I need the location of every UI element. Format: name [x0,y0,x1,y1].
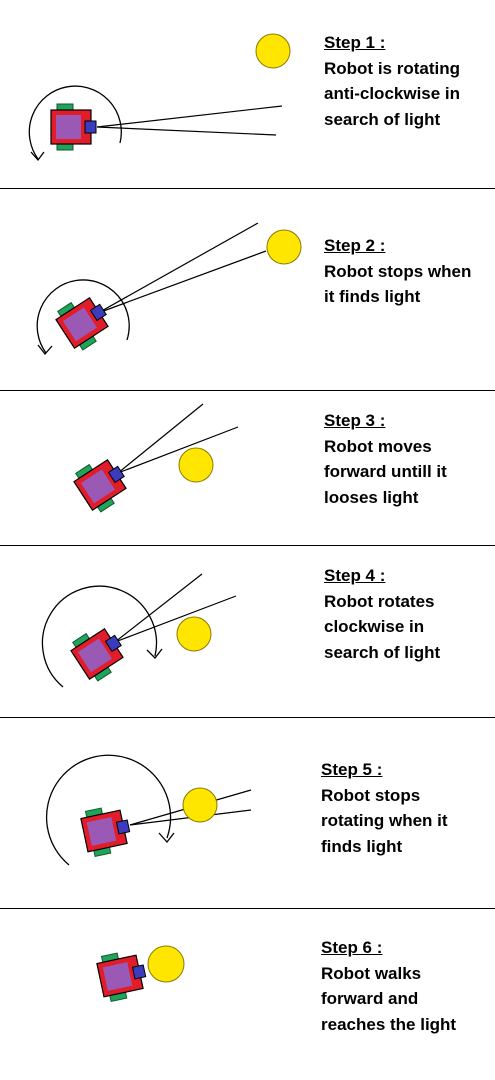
step-1-illustration [28,33,291,162]
sensor-beam [117,426,239,474]
step-5-panel: Step 5 : Robot stops rotating when it fi… [0,718,495,908]
rotation-arrow-clockwise [41,585,158,688]
step-description: Robot is rotating anti-clockwise in sear… [324,58,461,129]
light-source [178,447,214,483]
arrowhead [37,344,53,356]
robot [50,103,97,151]
step-5-illustration [45,754,252,866]
arrowhead [146,648,163,659]
step-description: Robot stops rotating when it finds light [321,785,448,856]
sensor-beam [96,105,283,128]
light-source [255,33,291,69]
step-1-panel: Step 1 : Robot is rotating anti-clockwis… [0,0,495,188]
step-title: Step 6 : [321,938,383,957]
robot [96,952,147,1003]
sensor-beam [114,595,237,643]
step-description: Robot walks forward and reaches the ligh… [321,963,457,1034]
divider [0,188,495,189]
robot [70,628,124,682]
robot [55,297,109,351]
light-source [147,945,185,983]
divider [0,390,495,391]
rotation-arrow-anticlockwise [36,279,130,354]
step-description: Robot stops when it finds light [324,261,472,307]
step-title: Step 1 : [324,33,386,52]
step-2-illustration [36,222,302,356]
divider [0,908,495,909]
step-4-illustration [41,573,237,688]
step-3-illustration [73,403,239,513]
rotation-arrow-clockwise [45,754,172,866]
step-6-text: Step 6 : Robot walks forward and reaches… [321,935,456,1037]
divider [0,717,495,718]
step-1-text: Step 1 : Robot is rotating anti-clockwis… [324,30,460,132]
step-2-text: Step 2 : Robot stops when it finds light [324,233,471,310]
step-6-illustration [96,945,185,1003]
robot [73,459,127,513]
step-title: Step 5 : [321,760,383,779]
sensor-beam [117,403,204,474]
rotation-arrow-anticlockwise [28,85,122,160]
step-description: Robot rotates clockwise in search of lig… [324,591,441,662]
step-2-panel: Step 2 : Robot stops when it finds light [0,189,495,390]
step-6-panel: Step 6 : Robot walks forward and reaches… [0,909,495,1080]
step-title: Step 3 : [324,411,386,430]
step-description: Robot moves forward untill it looses lig… [324,436,447,507]
light-source [266,229,302,265]
step-3-panel: Step 3 : Robot moves forward untill it l… [0,391,495,545]
arrowhead [158,832,175,844]
light-source [176,616,212,652]
step-4-text: Step 4 : Robot rotates clockwise in sear… [324,563,440,665]
step-3-text: Step 3 : Robot moves forward untill it l… [324,408,447,510]
arrowhead [30,151,45,162]
step-title: Step 4 : [324,566,386,585]
robot [80,807,131,858]
sensor-beam [114,573,203,643]
sensor-beam [96,126,277,136]
step-4-panel: Step 4 : Robot rotates clockwise in sear… [0,546,495,717]
divider [0,545,495,546]
step-title: Step 2 : [324,236,386,255]
light-source [182,787,218,823]
sensor-beam [97,250,267,314]
sensor-beam [97,222,259,314]
step-5-text: Step 5 : Robot stops rotating when it fi… [321,757,448,859]
